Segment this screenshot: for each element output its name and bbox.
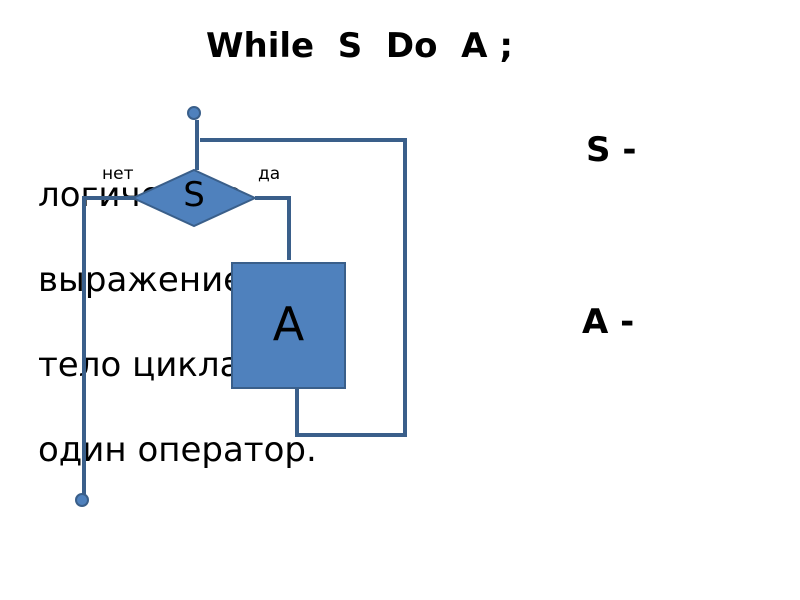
condition-label: S [183, 175, 205, 215]
branch-yes-label: да [258, 164, 281, 184]
start-point [187, 106, 201, 120]
body-block [231, 262, 346, 389]
label-s-definition: S - [586, 130, 637, 170]
end-point [75, 493, 89, 507]
label-a-definition: A - [582, 302, 635, 342]
body-label: A [272, 297, 305, 351]
body-line-3: тело цикла – [38, 345, 269, 385]
no-branch-connector [82, 196, 137, 495]
body-line-2: выражение; [38, 260, 256, 300]
slide-title: While S Do A ; [206, 26, 513, 66]
loop-back-connector [200, 138, 407, 437]
branch-no-label: нет [102, 164, 134, 184]
yes-branch-connector [255, 196, 291, 260]
condition-diamond [130, 168, 258, 228]
